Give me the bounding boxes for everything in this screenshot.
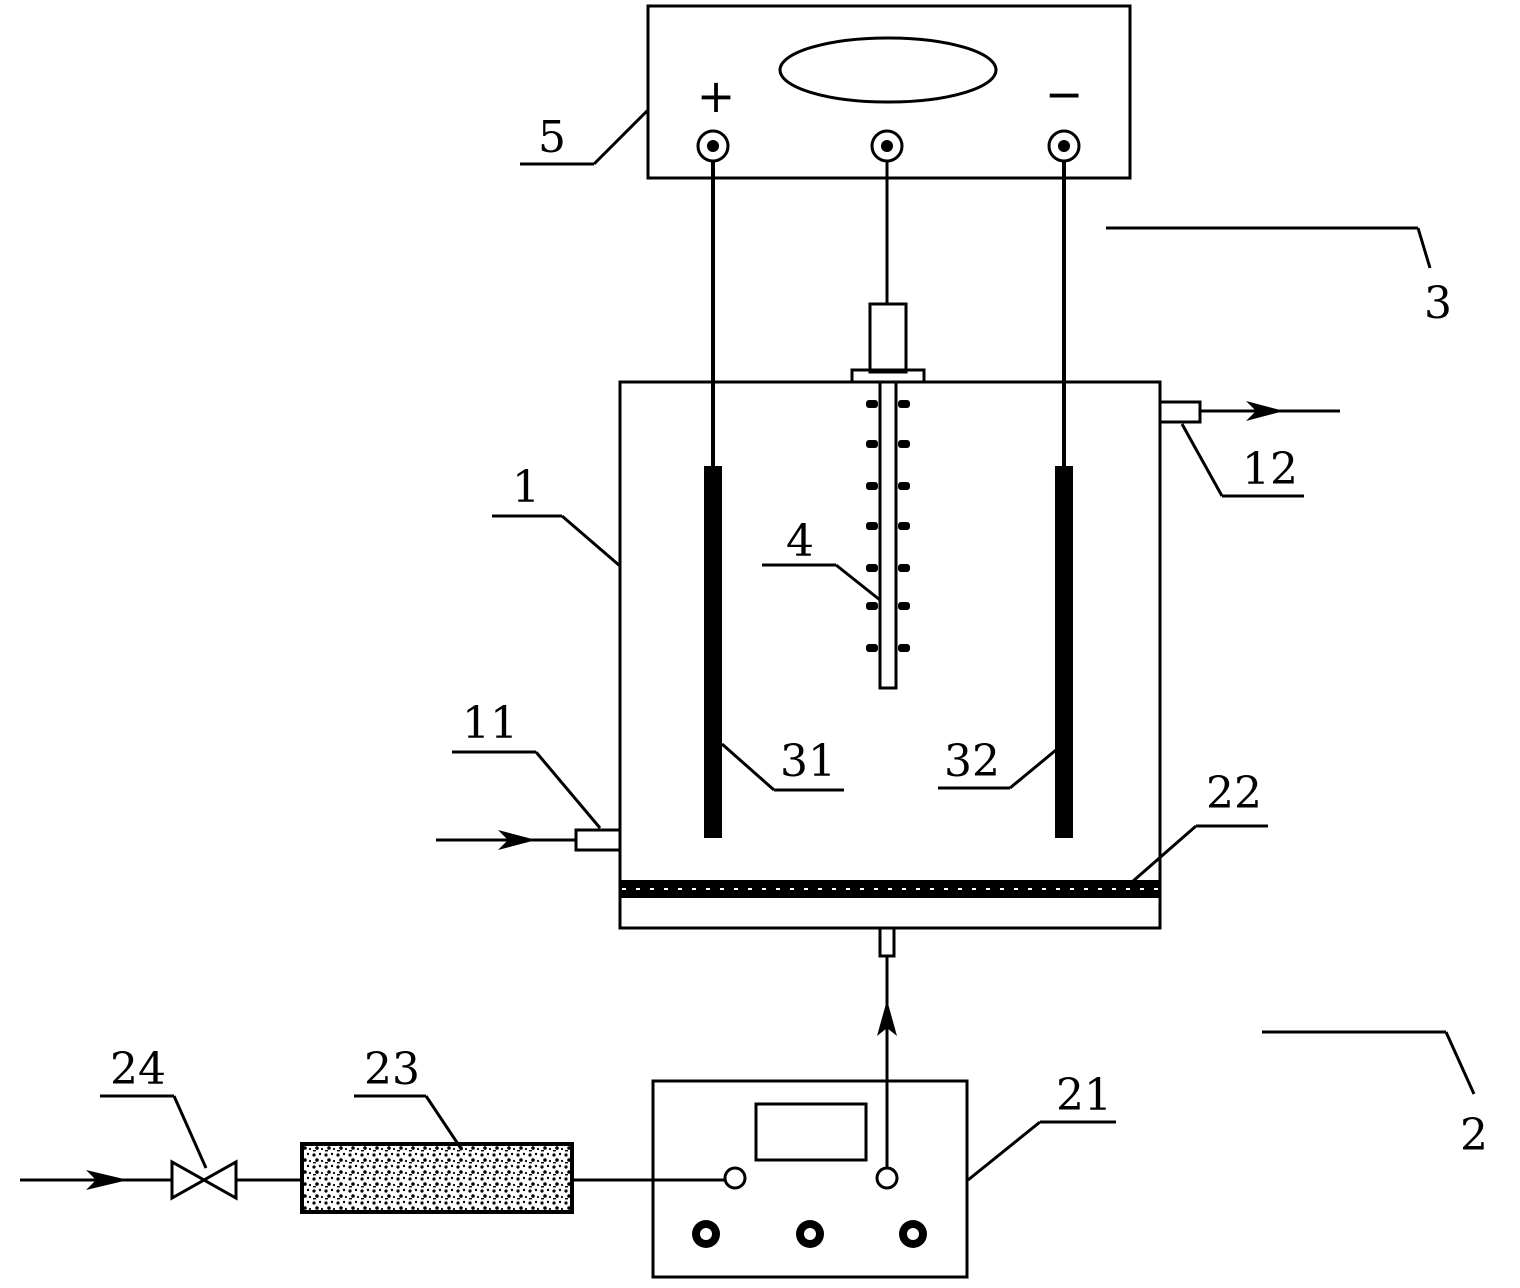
nozzle-hole <box>898 602 910 610</box>
gas-flow-arrow <box>877 1000 897 1036</box>
pump-knob-3 <box>899 1220 927 1248</box>
label-21-callout: 21 <box>967 1070 1116 1182</box>
label-5-callout: 5 <box>520 108 650 166</box>
outlet-arrow <box>1246 401 1284 421</box>
label-1: 1 <box>512 462 540 513</box>
cathode-plate <box>1055 466 1073 838</box>
nozzle-hole <box>898 482 910 490</box>
nozzle-hole <box>898 644 910 652</box>
nozzle-hole <box>866 400 878 408</box>
label-11-callout: 11 <box>452 698 602 829</box>
display-window <box>778 36 998 104</box>
label-21: 21 <box>1056 1070 1112 1121</box>
label-22-callout: 22 <box>1131 768 1268 884</box>
nozzle-hole <box>866 564 878 572</box>
label-22: 22 <box>1206 768 1262 819</box>
label-24-callout: 24 <box>100 1044 208 1169</box>
positive-terminal <box>696 129 730 163</box>
positive-sign: + <box>697 69 736 123</box>
inlet <box>436 828 622 852</box>
label-32-callout: 32 <box>938 736 1057 790</box>
nozzle-hole <box>866 440 878 448</box>
aeration-nozzles <box>866 400 910 652</box>
supply-arrow <box>86 1170 128 1190</box>
power-supply: + − <box>646 4 1132 180</box>
label-2-callout: 2 <box>1262 1030 1488 1161</box>
outlet <box>1158 400 1340 424</box>
label-24: 24 <box>110 1044 166 1095</box>
label-3-callout: 3 <box>1106 226 1452 329</box>
nozzle-hole <box>866 644 878 652</box>
inlet-arrow <box>498 830 536 850</box>
nozzle-hole <box>866 522 878 530</box>
ground-terminal <box>870 129 904 163</box>
pump-display <box>754 1102 868 1162</box>
label-12-callout: 12 <box>1180 423 1304 498</box>
label-12: 12 <box>1242 444 1298 495</box>
label-32: 32 <box>944 736 1000 787</box>
label-3: 3 <box>1424 278 1452 329</box>
nozzle-hole <box>898 400 910 408</box>
reaction-tank <box>618 380 1162 930</box>
pump-knob-1 <box>692 1220 720 1248</box>
gas-inlet-pipe <box>877 926 897 1168</box>
label-23: 23 <box>364 1044 420 1095</box>
nozzle-hole <box>866 602 878 610</box>
nozzle-hole <box>898 522 910 530</box>
pump-outlet-port <box>875 1166 899 1190</box>
label-4-callout: 4 <box>762 516 881 602</box>
label-1-callout: 1 <box>492 462 621 568</box>
anode-plate <box>704 466 722 838</box>
pump-inlet-port <box>723 1166 747 1190</box>
nozzle-hole <box>898 440 910 448</box>
filter <box>300 1142 574 1214</box>
label-31: 31 <box>780 736 836 787</box>
gas-supply-line <box>20 1170 725 1190</box>
negative-sign: − <box>1045 67 1084 121</box>
nozzle-hole <box>898 564 910 572</box>
label-4: 4 <box>786 516 814 567</box>
label-5: 5 <box>538 112 566 163</box>
valve <box>170 1159 238 1201</box>
pump-knob-2 <box>796 1220 824 1248</box>
negative-terminal <box>1047 129 1081 163</box>
label-31-callout: 31 <box>721 736 844 792</box>
nozzle-hole <box>866 482 878 490</box>
label-2: 2 <box>1460 1110 1488 1161</box>
label-11: 11 <box>462 698 518 749</box>
aeration-device <box>850 302 926 690</box>
label-23-callout: 23 <box>354 1044 464 1151</box>
